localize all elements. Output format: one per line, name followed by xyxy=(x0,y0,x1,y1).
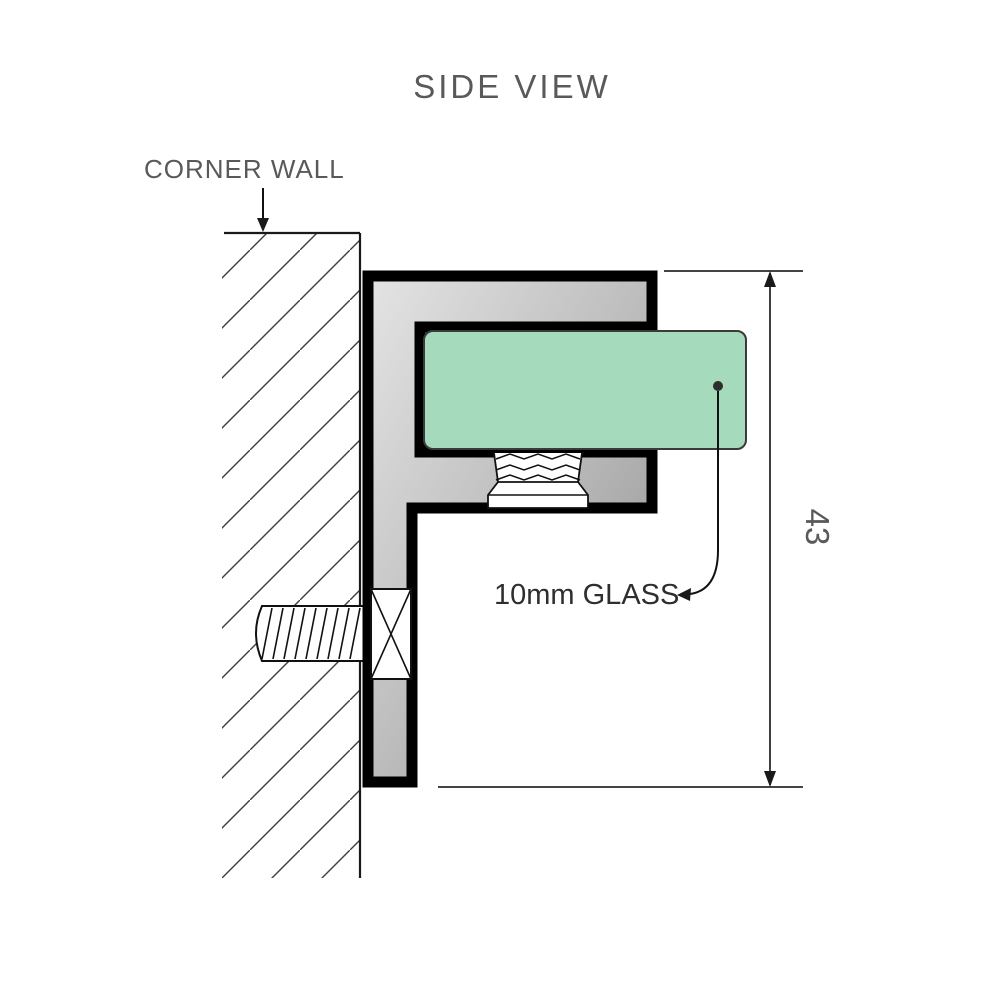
grub-screw-threads xyxy=(495,453,581,481)
glass-callout: 10mm GLASS xyxy=(494,381,723,611)
arrowhead-down-icon xyxy=(257,218,269,232)
corner-wall xyxy=(222,231,362,878)
arrowhead-left-icon xyxy=(677,588,691,601)
dimension-value: 43 xyxy=(799,509,836,546)
glass-label: 10mm GLASS xyxy=(494,579,679,611)
arrowhead-down-icon xyxy=(764,771,776,787)
corner-wall-label: CORNER WALL xyxy=(144,154,345,184)
diagram-title: SIDE VIEW xyxy=(413,68,611,105)
mounting-screw xyxy=(255,605,368,662)
glass-panel xyxy=(423,330,747,450)
leader-line xyxy=(689,391,719,595)
screw-head xyxy=(370,588,412,680)
screw-outline xyxy=(255,605,368,662)
leader-dot xyxy=(713,381,723,391)
bracket-profile xyxy=(362,270,658,788)
screw-head-slot xyxy=(370,588,412,680)
screw-threads xyxy=(261,607,361,660)
grub-screw xyxy=(487,452,589,509)
arrowhead-up-icon xyxy=(764,271,776,287)
screw-body xyxy=(256,606,368,661)
corner-wall-pointer xyxy=(257,188,269,232)
grub-screw-thread-edges xyxy=(493,452,583,483)
grub-screw-thread-body xyxy=(494,453,582,482)
wall-hatching xyxy=(222,234,360,878)
height-dimension: 43 xyxy=(438,270,836,788)
